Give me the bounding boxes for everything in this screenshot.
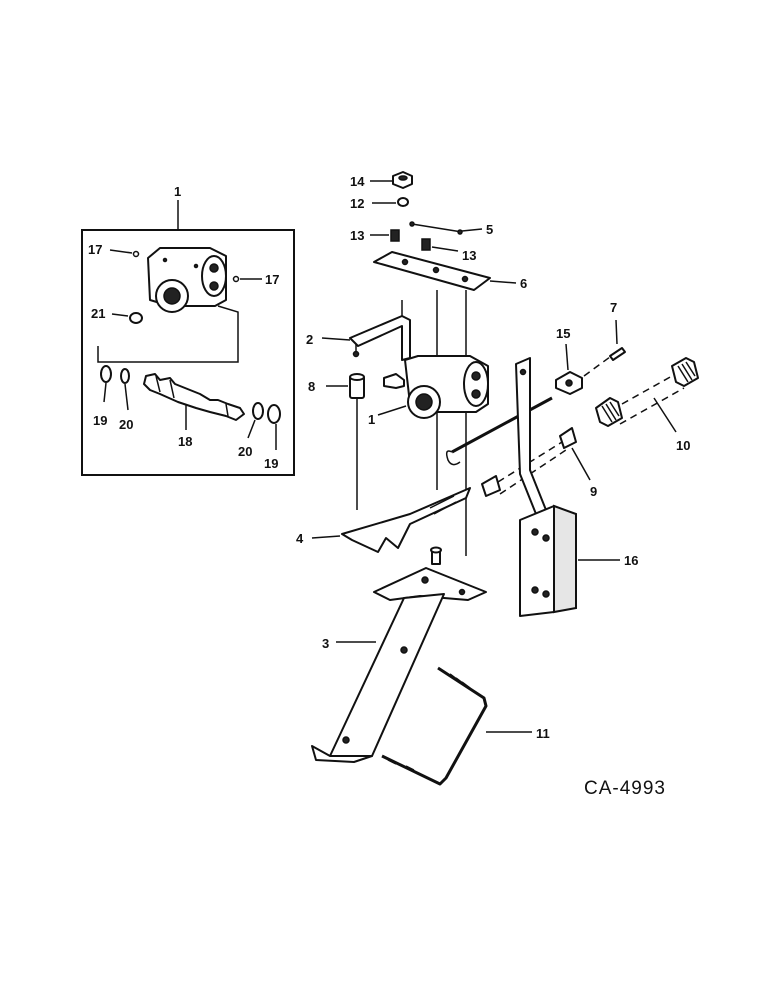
callout-9: 9: [590, 484, 597, 499]
callout-3: 3: [322, 636, 329, 651]
callout-5: 5: [486, 222, 493, 237]
callout-20-right: 20: [238, 444, 252, 459]
callout-1-main: 1: [368, 412, 375, 427]
callout-6: 6: [520, 276, 527, 291]
u-bolt-11: 11: [381, 666, 550, 786]
callout-16: 16: [624, 553, 638, 568]
callout-17-left: 17: [88, 242, 102, 257]
callout-19-left: 19: [93, 413, 107, 428]
inset-box: 1 17 17 21 19 20: [81, 184, 295, 476]
spool-shaft: [143, 373, 245, 421]
callout-12: 12: [350, 196, 364, 211]
callout-11: 11: [536, 726, 550, 741]
callout-4: 4: [296, 531, 304, 546]
callout-15: 15: [556, 326, 570, 341]
callout-10: 10: [676, 438, 690, 453]
bracket-2: 2: [306, 300, 411, 361]
callout-13-left: 13: [350, 228, 364, 243]
pin-7: 7: [609, 300, 626, 361]
callout-21: 21: [91, 306, 105, 321]
threaded-rod-9: 9: [481, 427, 597, 499]
callout-7: 7: [610, 300, 617, 315]
callout-18: 18: [178, 434, 192, 449]
springs-10: 10: [595, 357, 699, 453]
callout-17-right: 17: [265, 272, 279, 287]
callout-13-right: 13: [462, 248, 476, 263]
callout-14: 14: [350, 174, 365, 189]
lever-arm: [515, 357, 547, 515]
callout-2: 2: [306, 332, 313, 347]
plate-4: 4: [296, 487, 471, 553]
valve-body-main: 1: [368, 355, 489, 427]
spacer-8: 8: [308, 373, 365, 399]
base-bracket-3: 3: [311, 546, 487, 763]
control-rod: [445, 396, 553, 466]
callout-8: 8: [308, 379, 315, 394]
diagram-code: CA-4993: [584, 778, 666, 799]
callout-1-box: 1: [174, 184, 181, 199]
top-hardware: 14 12 5 13 13 6: [350, 171, 527, 291]
callout-19-right: 19: [264, 456, 278, 471]
clevis-15: 15: [555, 326, 583, 395]
callout-20-left: 20: [119, 417, 133, 432]
valve-body-inset: [147, 247, 227, 313]
angle-bracket-16: 16: [519, 504, 638, 617]
